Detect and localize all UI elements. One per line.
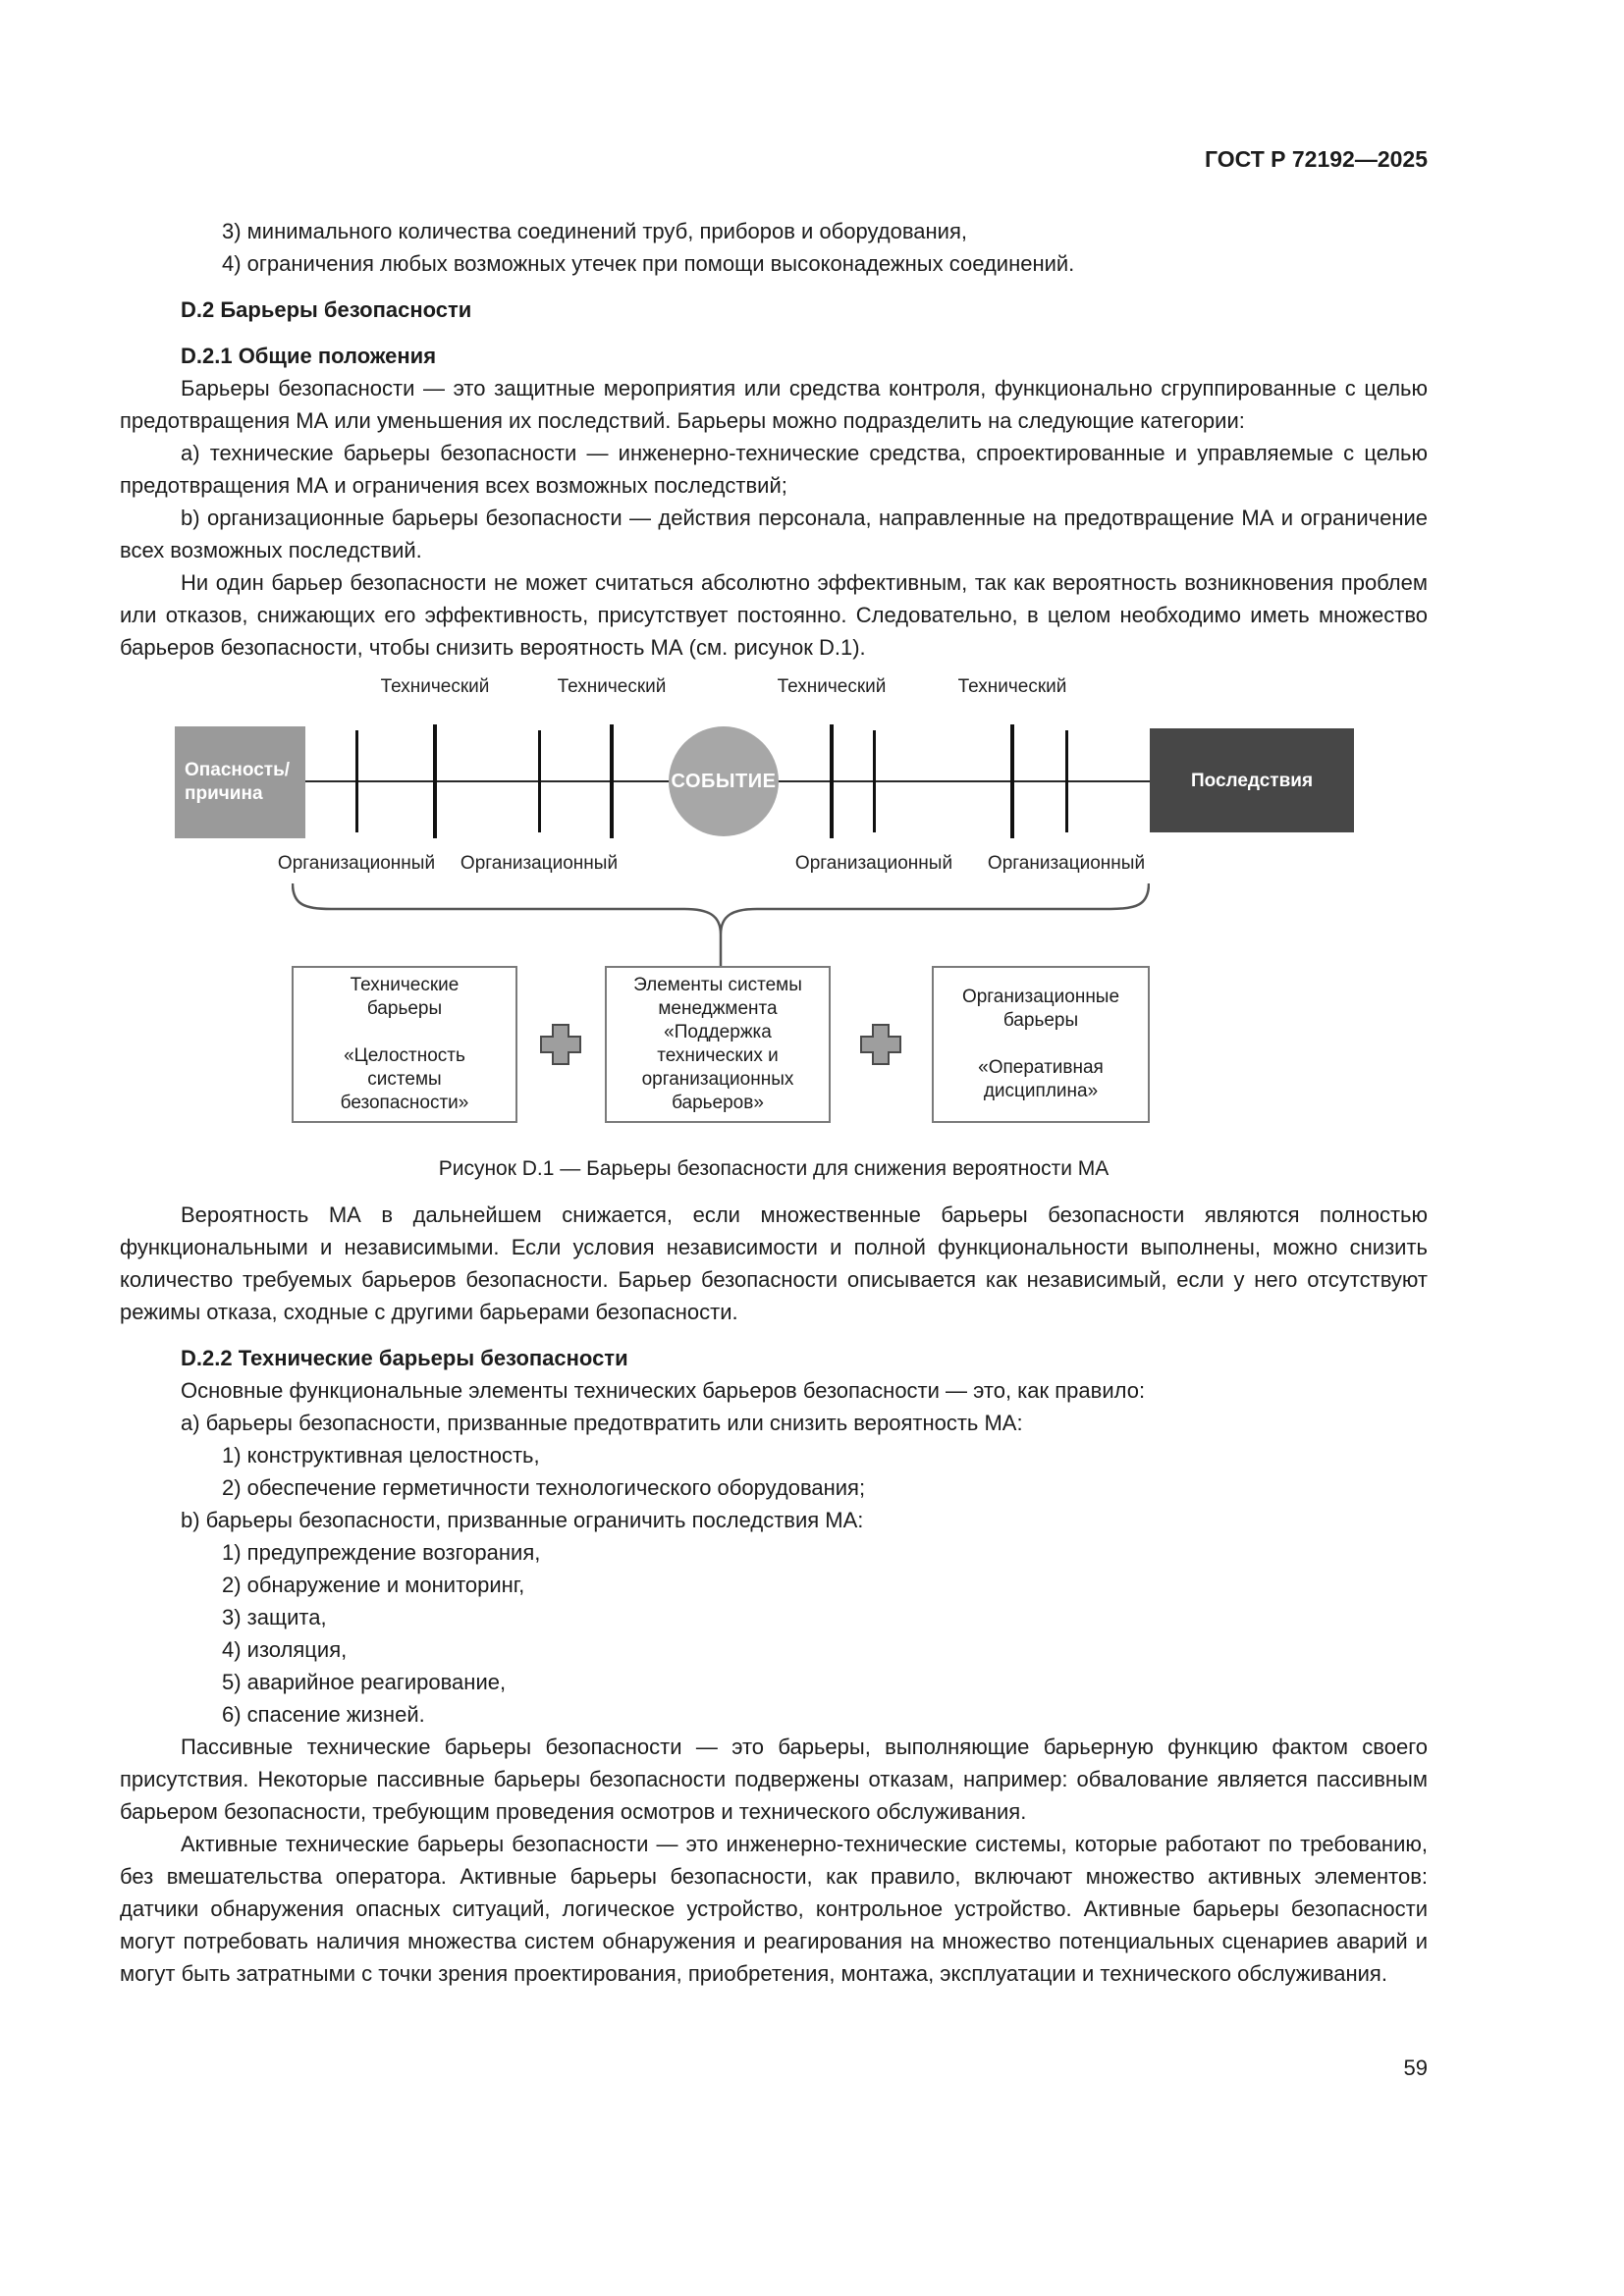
list-item: 4) изоляция, bbox=[222, 1637, 348, 1662]
organizational-barriers-box: Организационные барьеры «Оперативная дис… bbox=[932, 966, 1150, 1123]
list-item: 1) конструктивная целостность, bbox=[222, 1443, 540, 1468]
list-item: 5) аварийное реагирование, bbox=[222, 1670, 507, 1694]
list-item: 3) защита, bbox=[222, 1605, 327, 1629]
paragraph: Вероятность МА в дальнейшем снижается, е… bbox=[120, 1202, 1428, 1324]
section-heading-d21: D.2.1 Общие положения bbox=[181, 344, 437, 368]
figure-d1-diagram: Технический Технический Технический Техн… bbox=[120, 675, 1428, 1137]
list-item: b) организационные барьеры безопасности … bbox=[120, 506, 1428, 562]
technical-barrier-bar bbox=[830, 724, 834, 838]
doc-code: ГОСТ Р 72192—2025 bbox=[1205, 146, 1428, 172]
organizational-barrier-bar bbox=[1065, 730, 1068, 832]
technical-barrier-bar bbox=[610, 724, 614, 838]
paragraph: Ни один барьер безопасности не может счи… bbox=[120, 570, 1428, 660]
technical-barrier-bar bbox=[433, 724, 437, 838]
technical-barrier-label: Технический bbox=[957, 676, 1067, 697]
plus-icon bbox=[540, 1024, 581, 1065]
page-content: ГОСТ Р 72192—2025 3) минимального количе… bbox=[120, 143, 1428, 1990]
organizational-barrier-label: Организационный bbox=[460, 853, 619, 874]
technical-barrier-bar bbox=[1010, 724, 1014, 838]
list-item: 3) минимального количества соединений тр… bbox=[222, 219, 967, 243]
paragraph: Основные функциональные элементы техниче… bbox=[181, 1378, 1146, 1403]
event-circle: СОБЫТИЕ bbox=[669, 726, 779, 836]
plus-icon bbox=[860, 1024, 901, 1065]
list-item: 4) ограничения любых возможных утечек пр… bbox=[222, 251, 1075, 276]
paragraph: Барьеры безопасности — это защитные меро… bbox=[120, 376, 1428, 433]
consequences-box: Последствия bbox=[1150, 728, 1354, 832]
figure-caption: Рисунок D.1 — Барьеры безопасности для с… bbox=[438, 1157, 1110, 1180]
technical-barriers-box: Технические барьеры «Целостность системы… bbox=[292, 966, 517, 1123]
organizational-barrier-label: Организационный bbox=[794, 853, 953, 874]
list-item: a) технические барьеры безопасности — ин… bbox=[120, 441, 1428, 498]
list-item: 1) предупреждение возгорания, bbox=[222, 1540, 541, 1565]
organizational-barrier-label: Организационный bbox=[987, 853, 1146, 874]
paragraph: Пассивные технические барьеры безопаснос… bbox=[120, 1735, 1428, 1824]
hazard-cause-box: Опасность/ причина bbox=[175, 726, 305, 838]
technical-barrier-label: Технический bbox=[557, 676, 667, 697]
list-item: 6) спасение жизней. bbox=[222, 1702, 425, 1727]
organizational-barrier-label: Организационный bbox=[277, 853, 436, 874]
list-item: 2) обнаружение и мониторинг, bbox=[222, 1573, 525, 1597]
paragraph: Активные технические барьеры безопасност… bbox=[120, 1832, 1428, 1986]
section-heading-d22: D.2.2 Технические барьеры безопасности bbox=[181, 1346, 628, 1370]
curly-brace-graphic bbox=[292, 883, 1150, 966]
technical-barrier-label: Технический bbox=[777, 676, 887, 697]
management-system-box: Элементы системы менеджмента «Поддержка … bbox=[605, 966, 831, 1123]
page-number: 59 bbox=[1403, 2056, 1428, 2080]
organizational-barrier-bar bbox=[355, 730, 358, 832]
list-item: 2) обеспечение герметичности технологиче… bbox=[222, 1475, 866, 1500]
list-item: a) барьеры безопасности, призванные пред… bbox=[181, 1411, 1023, 1435]
organizational-barrier-bar bbox=[538, 730, 541, 832]
section-heading-d2: D.2 Барьеры безопасности bbox=[181, 297, 472, 322]
organizational-barrier-bar bbox=[873, 730, 876, 832]
list-item: b) барьеры безопасности, призванные огра… bbox=[181, 1508, 864, 1532]
technical-barrier-label: Технический bbox=[380, 676, 490, 697]
